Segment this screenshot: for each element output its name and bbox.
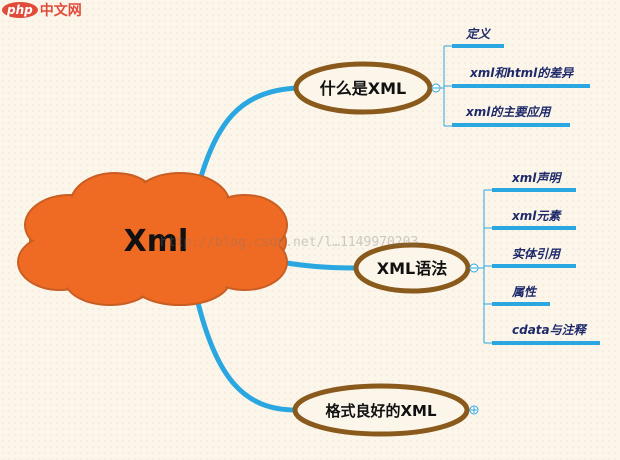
leaf-cdata-comments[interactable]: cdata与注释 (492, 323, 600, 345)
branch-node-what-is-xml[interactable]: 什么是XML (293, 61, 433, 115)
branch-label: 格式良好的XML (325, 402, 436, 420)
logo-mark: php (2, 2, 38, 18)
leaf-label: xml和html的差异 (469, 66, 574, 80)
site-logo: php 中文网 (2, 0, 82, 20)
leaf-xml-uses[interactable]: xml的主要应用 (452, 105, 570, 127)
leaf-definition[interactable]: 定义 (452, 27, 504, 48)
leaf-label: xml元素 (511, 209, 562, 223)
logo-text: 中文网 (39, 3, 82, 19)
leaf-underline (452, 44, 504, 48)
connector-1 (192, 85, 297, 199)
leaf-underline (492, 188, 576, 192)
leaf-entity-reference[interactable]: 实体引用 (492, 247, 576, 268)
leaf-underline (492, 264, 576, 268)
leaf-attribute[interactable]: 属性 (492, 285, 550, 306)
branch-label: XML语法 (377, 259, 447, 278)
leaf-label: 实体引用 (512, 247, 562, 261)
leaf-underline (452, 123, 570, 127)
connector-2 (279, 259, 357, 271)
connector-3 (192, 289, 297, 413)
leaf-xml-vs-html[interactable]: xml和html的差异 (452, 66, 590, 88)
leaf-underline (492, 302, 550, 306)
leaf-label: xml的主要应用 (465, 105, 552, 119)
leaf-underline (452, 84, 590, 88)
branch-label: 什么是XML (320, 79, 406, 98)
expand-toggle[interactable] (469, 405, 479, 415)
bracket (440, 45, 452, 127)
leaf-label: cdata与注释 (512, 323, 588, 337)
branch-node-well-formed-xml[interactable]: 格式良好的XML (292, 383, 470, 437)
root-label: Xml (124, 224, 189, 259)
watermark: http://blog.csdn.net/l…1149970203 (160, 235, 418, 250)
leaf-label: 属性 (511, 285, 538, 299)
leaf-xml-declaration[interactable]: xml声明 (492, 171, 576, 192)
branch-node-xml-syntax[interactable]: XML语法 (353, 242, 471, 294)
root-node[interactable]: Xml (17, 172, 288, 306)
leaf-xml-element[interactable]: xml元素 (492, 209, 576, 230)
bracket (478, 189, 492, 344)
leaf-label: xml声明 (511, 171, 562, 185)
leaf-underline (492, 341, 600, 345)
leaf-label: 定义 (465, 27, 492, 41)
leaf-underline (492, 226, 576, 230)
